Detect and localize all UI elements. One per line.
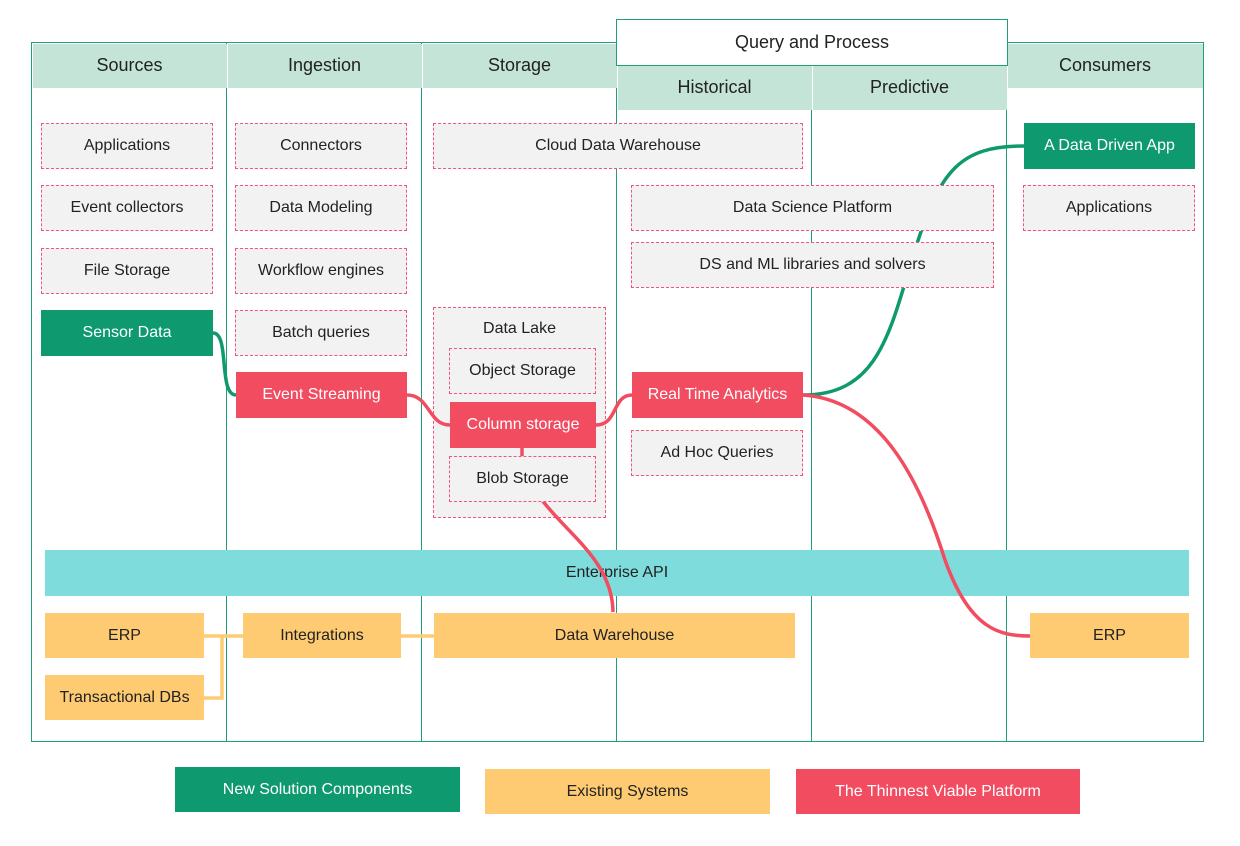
source-sensor-data: Sensor Data (41, 310, 213, 356)
legend-new-solution-components: New Solution Components (175, 767, 460, 812)
header-query-and-process: Query and Process (616, 19, 1008, 66)
process-data-science-platform: Data Science Platform (631, 185, 994, 231)
consumer-erp: ERP (1030, 613, 1189, 658)
consumer-applications: Applications (1023, 185, 1195, 231)
existing-integrations: Integrations (243, 613, 401, 658)
consumer-data-driven-app: A Data Driven App (1024, 123, 1195, 169)
ingestion-connectors: Connectors (235, 123, 407, 169)
header-historical: Historical (617, 65, 812, 110)
process-ad-hoc-queries: Ad Hoc Queries (631, 430, 803, 476)
header-sources: Sources (32, 43, 227, 88)
existing-transactional-dbs: Transactional DBs (45, 675, 204, 720)
source-applications: Applications (41, 123, 213, 169)
legend-thinnest-viable-platform: The Thinnest Viable Platform (796, 769, 1080, 814)
storage-blob-storage: Blob Storage (449, 456, 596, 502)
storage-column-storage: Column storage (450, 402, 596, 448)
ingestion-event-streaming: Event Streaming (236, 372, 407, 418)
source-event-collectors: Event collectors (41, 185, 213, 231)
storage-cloud-data-warehouse: Cloud Data Warehouse (433, 123, 803, 169)
process-real-time-analytics: Real Time Analytics (632, 372, 803, 418)
ingestion-data-modeling: Data Modeling (235, 185, 407, 231)
header-predictive: Predictive (812, 65, 1007, 110)
storage-object-storage: Object Storage (449, 348, 596, 394)
header-ingestion: Ingestion (227, 43, 422, 88)
enterprise-api-band: Enterprise API (45, 550, 1189, 596)
ingestion-batch-queries: Batch queries (235, 310, 407, 356)
header-consumers: Consumers (1007, 43, 1203, 88)
process-ds-ml-libraries: DS and ML libraries and solvers (631, 242, 994, 288)
legend-existing-systems: Existing Systems (485, 769, 770, 814)
column-predictive (811, 64, 1008, 742)
existing-erp: ERP (45, 613, 204, 658)
ingestion-workflow-engines: Workflow engines (235, 248, 407, 294)
source-file-storage: File Storage (41, 248, 213, 294)
existing-data-warehouse: Data Warehouse (434, 613, 795, 658)
header-storage: Storage (422, 43, 617, 88)
data-lake-label: Data Lake (483, 320, 556, 337)
